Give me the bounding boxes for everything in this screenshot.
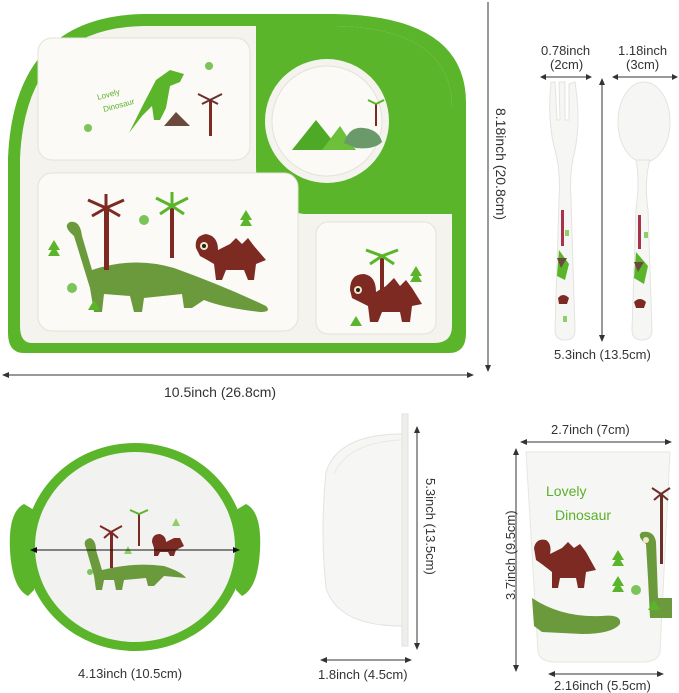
fork-width-cm-label: (2cm): [550, 57, 584, 72]
bowl-depth-label: 1.8inch (4.5cm): [318, 667, 408, 682]
plate-illustration: Lovely Dinosaur: [8, 14, 466, 353]
bowl-side-height-arrow: [413, 426, 421, 650]
cup-height-label: 3.7inch (9.5cm): [503, 510, 518, 600]
cup-top-width-label: 2.7inch (7cm): [551, 422, 630, 437]
spoon-width-arrow: [612, 73, 678, 81]
bowl-depth-arrow: [320, 656, 412, 664]
bowl-side-view: [318, 412, 410, 648]
cup-print-dinosaur: Dinosaur: [555, 507, 611, 523]
cup: Lovely Dinosaur: [522, 448, 674, 668]
bowl-diameter-label: 4.13inch (10.5cm): [78, 666, 183, 681]
spoon-width-inch-label: 1.18inch: [618, 43, 668, 58]
bowl-side-height-label: 5.3inch (13.5cm): [423, 478, 438, 575]
fork: [545, 80, 585, 342]
cup-height-arrow: [512, 448, 520, 672]
spoon-width-cm-label: (3cm): [626, 57, 660, 72]
cutlery-length-label: 5.3inch (13.5cm): [554, 347, 651, 362]
plate-width-arrow: [2, 371, 474, 379]
cup-bottom-width-label: 2.16inch (5.5cm): [554, 678, 651, 693]
bowl-diameter-arrow: [30, 546, 240, 554]
fork-width-inch-label: 0.78inch: [541, 43, 591, 58]
cup-print-lovely: Lovely: [546, 483, 586, 499]
plate-height-label: 8.18inch (20.8cm): [493, 108, 509, 221]
plate-height-arrow: [484, 0, 492, 372]
divided-plate: Lovely Dinosaur: [4, 8, 472, 363]
cup-top-width-arrow: [520, 438, 672, 446]
spoon: [614, 80, 674, 342]
cutlery-length-arrow: [598, 78, 606, 342]
plate-width-label: 10.5inch (26.8cm): [164, 384, 277, 400]
cup-bottom-width-arrow: [548, 670, 664, 678]
fork-width-arrow: [540, 73, 592, 81]
bowl-top-view: [4, 440, 266, 654]
